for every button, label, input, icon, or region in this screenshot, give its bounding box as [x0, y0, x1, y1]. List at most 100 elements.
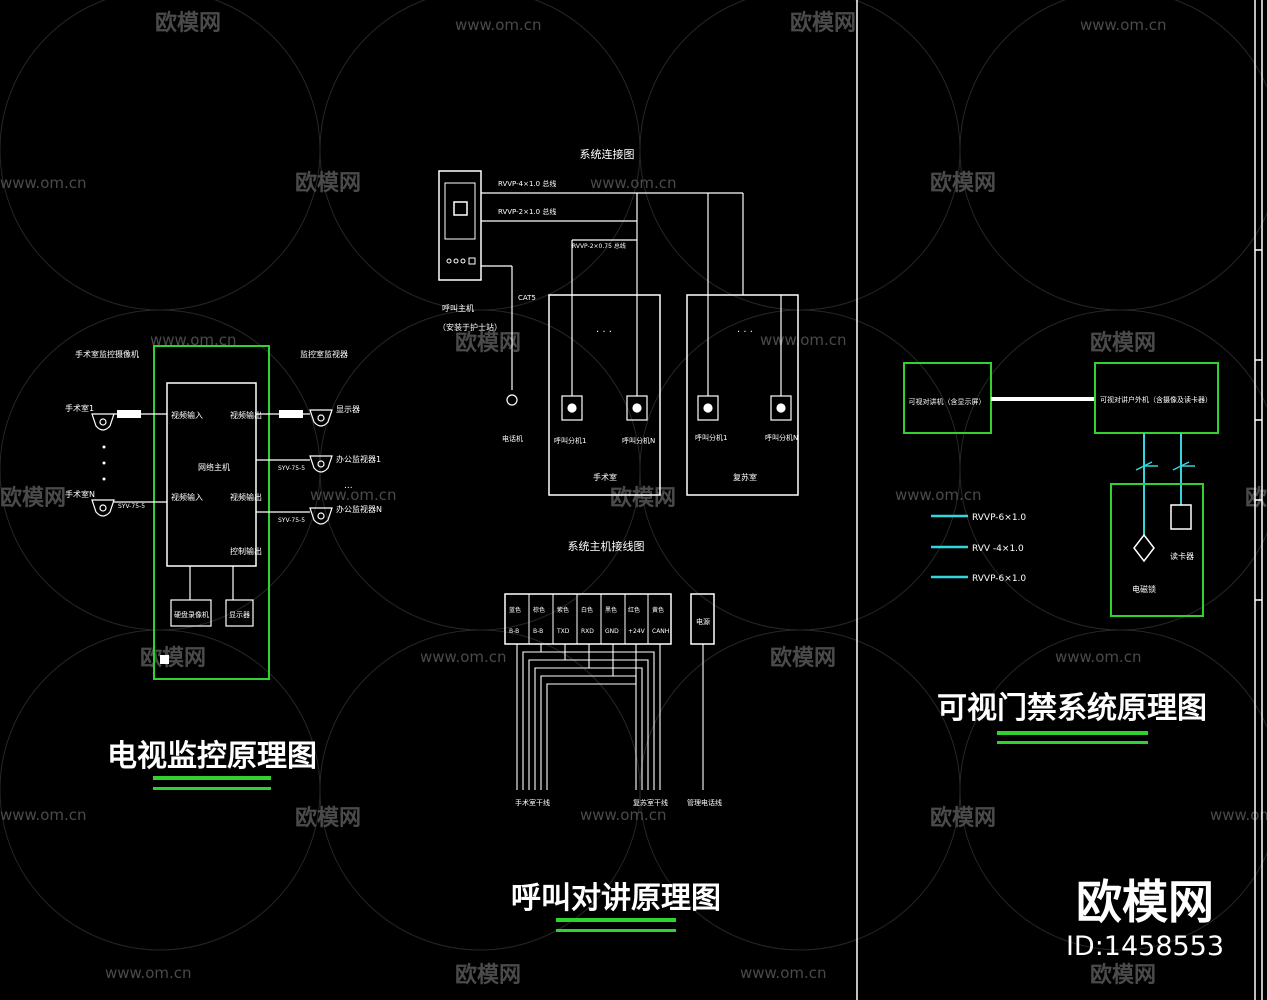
- watermark-brand: 欧模网: [1090, 330, 1156, 356]
- monitor-icon: [309, 455, 333, 473]
- video-out2-label: 视频输出: [230, 492, 262, 502]
- power-label: 电源: [696, 617, 710, 626]
- mon-ellipsis: ...: [344, 481, 353, 491]
- box1-label: 手术室: [593, 472, 617, 482]
- watermark-brand: 欧模网: [1090, 962, 1156, 988]
- cctv-title-underline: [153, 776, 271, 780]
- call-unit-icon: [626, 395, 648, 421]
- watermark-brand: 欧模网: [455, 330, 521, 356]
- terminal-top: 黑色: [605, 606, 617, 614]
- out-cable1-label: SYV-75-5: [278, 465, 305, 472]
- cctv-host-box: [166, 382, 257, 567]
- control-out-label: 控制输出: [230, 546, 262, 556]
- display-label: 显示器: [229, 611, 250, 619]
- terminal-labels: 蓝色 B-B 棕色 B-B 紫色 TXD 白色 RXD 黑色 GND 红色 +2…: [509, 606, 669, 635]
- watermark-brand: 欧模网: [770, 645, 836, 671]
- monitor-icon: [309, 507, 333, 525]
- box2-label: 复苏室: [733, 472, 757, 482]
- watermark-brand: 欧模网: [610, 485, 676, 511]
- watermark-site: www.om.cn: [420, 648, 507, 666]
- host-label-1: 呼叫主机: [442, 303, 474, 313]
- dev2-label: 呼叫分机N: [622, 436, 655, 445]
- terminal-bottom: +24V: [628, 628, 646, 635]
- reader-icon: [1170, 504, 1192, 530]
- watermark-site: www.om.cn: [760, 331, 847, 349]
- watermark-site: www.om.cn: [590, 174, 677, 192]
- sheet-frame: [856, 0, 1263, 1000]
- legend1-label: RVVP-6×1.0: [972, 513, 1026, 523]
- cctv-right-header: 监控室监视器: [300, 349, 348, 359]
- cam-cable-label: SYV-75-5: [118, 503, 145, 510]
- lock-label: 电磁锁: [1132, 584, 1156, 594]
- watermark-brand: 欧模网: [295, 170, 361, 196]
- watermark-brand: 欧模网: [790, 10, 856, 36]
- watermark-site: www.om.cn: [1210, 806, 1267, 824]
- door-box: [1110, 483, 1204, 617]
- dvr-box: [170, 599, 212, 627]
- outdoor-unit-box: [1094, 362, 1219, 434]
- call-unit-icon: [561, 395, 583, 421]
- cable1-label: RVVP-4×1.0 总线: [498, 179, 556, 188]
- watermark-brand: 欧模网: [140, 645, 206, 671]
- terminal-block: [504, 593, 672, 645]
- display-box: [225, 599, 254, 627]
- host-device: [438, 170, 482, 281]
- terminal-top: 棕色: [533, 606, 545, 614]
- terminal-bottom: B-B: [509, 628, 519, 635]
- intercom-diagram: 系统连接图 呼叫主机 （安装于护士站） RVVP-4×1.0 总线 RVVP-2…: [438, 148, 799, 932]
- box1-ellipsis: · · ·: [596, 327, 612, 338]
- watermark-pattern: [0, 0, 1267, 951]
- room-box-surgery: [548, 294, 661, 496]
- out-cable2-label: SYV-75-5: [278, 517, 305, 524]
- watermark-brand: 欧模网: [155, 10, 221, 36]
- watermark-site: www.om.cn: [1055, 648, 1142, 666]
- cctv-left-header: 手术室监控摄像机: [75, 349, 139, 359]
- watermark-site: www.om.cn: [310, 486, 397, 504]
- dvr-label: 硬盘录像机: [174, 610, 209, 619]
- dev1-label: 呼叫分机1: [554, 436, 586, 445]
- legend3-label: RVVP-6×1.0: [972, 574, 1026, 584]
- access-title-underline: [997, 731, 1148, 735]
- right-box-label: 可视对讲户外机（含摄像及读卡器）: [1100, 395, 1212, 404]
- video-out1-label: 视频输出: [230, 410, 262, 420]
- terminal-top: 红色: [628, 606, 640, 614]
- terminal-bottom: B-B: [533, 628, 543, 635]
- call-unit-icon: [697, 395, 719, 421]
- lock-icon: [1133, 533, 1155, 563]
- bottom2-label: 复苏室干线: [633, 798, 668, 807]
- box2-ellipsis: · · ·: [737, 327, 753, 338]
- watermark-brand: 欧模网: [930, 805, 996, 831]
- terminal-bottom: GND: [605, 628, 619, 635]
- mon3-label: 办公监视器N: [336, 504, 382, 514]
- watermark-brand: 欧模网: [455, 962, 521, 988]
- access-title: 可视门禁系统原理图: [937, 691, 1207, 726]
- cable3-label: RVVP-2×0.75 总线: [572, 242, 626, 250]
- watermark-texts: 欧模网 欧模网 www.om.cn www.om.cn www.om.cn 欧模…: [0, 10, 1267, 988]
- terminal-top: 黄色: [652, 606, 664, 614]
- terminal-bottom: RXD: [581, 628, 594, 635]
- watermark-site: www.om.cn: [455, 16, 542, 34]
- access-title-underline-2: [997, 741, 1148, 744]
- wiring-lines: [516, 644, 704, 790]
- camera-icon: [91, 499, 115, 517]
- cable2-label: RVVP-2×1.0 总线: [498, 207, 556, 216]
- watermark-site: www.om.cn: [1080, 16, 1167, 34]
- terminal-top: 白色: [581, 606, 593, 614]
- cam1-label: 手术室1: [65, 403, 94, 413]
- legend2-label: RVV -4×1.0: [972, 544, 1024, 554]
- wiring-title: 系统主机接线图: [568, 539, 645, 553]
- access-diagram: 可视对讲机（含显示屏） 可视对讲户外机（含摄像及读卡器） 电磁锁 读卡器 RVV…: [903, 362, 1219, 744]
- terminal-top: 紫色: [557, 606, 569, 614]
- mon1-label: 显示器: [336, 405, 360, 414]
- monitor-icon: [309, 409, 333, 427]
- terminal-bottom: CANH: [652, 628, 669, 635]
- cctv-title-underline-2: [153, 787, 271, 790]
- terminal-top: 蓝色: [509, 606, 521, 614]
- terminal-bottom: TXD: [556, 628, 570, 635]
- call-unit-icon: [770, 395, 792, 421]
- intercom-title-underline-2: [556, 929, 676, 932]
- host-label: 网络主机: [198, 462, 230, 472]
- host-label-2: （安装于护士站）: [438, 322, 502, 332]
- dev4-label: 呼叫分机N: [765, 433, 798, 442]
